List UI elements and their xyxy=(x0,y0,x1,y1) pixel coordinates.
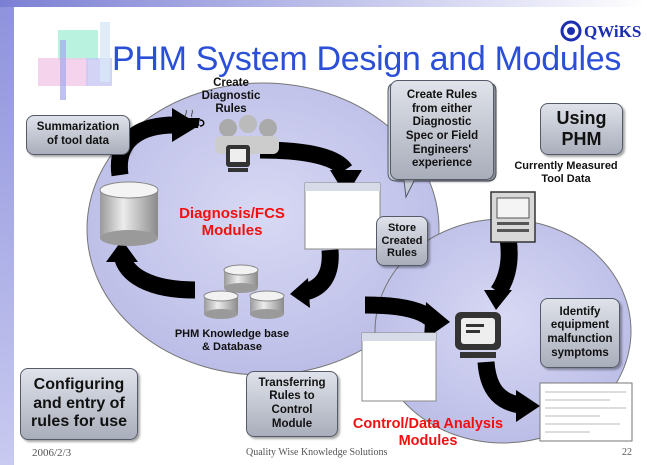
arrow-up-left xyxy=(110,116,176,177)
tool-server-icon xyxy=(490,191,536,243)
callout-using-phm: Using PHM xyxy=(540,103,623,155)
qwiks-logo xyxy=(560,20,582,47)
knowledge-base-label: PHM Knowledge base & Database xyxy=(174,328,290,353)
qwiks-logo-icon xyxy=(560,20,582,42)
report-document-icon xyxy=(539,382,633,442)
control-terminal-icon xyxy=(455,312,501,358)
diagnosis-module-label: Diagnosis/FCS Modules xyxy=(179,205,285,240)
arrowhead-6 xyxy=(484,290,512,310)
callout-store-rules: Store Created Rules xyxy=(376,216,428,266)
create-rules-label: Create Diagnostic Rules xyxy=(201,77,261,116)
knowledge-base-cylinders xyxy=(203,264,285,319)
footer-date: 2006/2/3 xyxy=(32,447,72,459)
measured-data-label: Currently Measured Tool Data xyxy=(514,160,618,185)
arrowhead-7 xyxy=(516,390,540,422)
footer-page-number: 22 xyxy=(622,447,632,458)
engineers-terminal-icon xyxy=(215,115,279,172)
callout-identify: Identify equipment malfunction symptoms xyxy=(540,298,620,368)
callout-configuring: Configuring and entry of rules for use xyxy=(20,368,138,440)
footer-organization: Quality Wise Knowledge Solutions xyxy=(246,447,388,458)
logo-text: QWiKS xyxy=(584,22,642,41)
arrow-to-control xyxy=(364,296,436,325)
callout-create-rules: Create Rules from either Diagnostic Spec… xyxy=(390,80,494,180)
slide-title: PHM System Design and Modules xyxy=(112,40,622,78)
control-module-label: Control/Data Analysis Modules xyxy=(352,416,504,449)
coffee-cup-icon xyxy=(182,109,205,128)
left-accent-bar xyxy=(0,7,14,465)
arrow-down-right xyxy=(302,249,339,301)
arrowhead-5 xyxy=(424,302,450,340)
summary-database-cylinder xyxy=(99,181,159,246)
rules-spreadsheet-lower xyxy=(361,332,437,402)
rules-spreadsheet-upper xyxy=(304,182,381,250)
arrowhead-3 xyxy=(290,278,310,308)
arrow-from-tool xyxy=(490,236,518,297)
callout-transferring: Transferring Rules to Control Module xyxy=(246,371,338,437)
arrow-to-report xyxy=(477,361,522,414)
top-accent-bar xyxy=(0,0,647,7)
callout-summarization: Summarization of tool data xyxy=(26,115,130,155)
arrowhead-4 xyxy=(106,240,138,262)
